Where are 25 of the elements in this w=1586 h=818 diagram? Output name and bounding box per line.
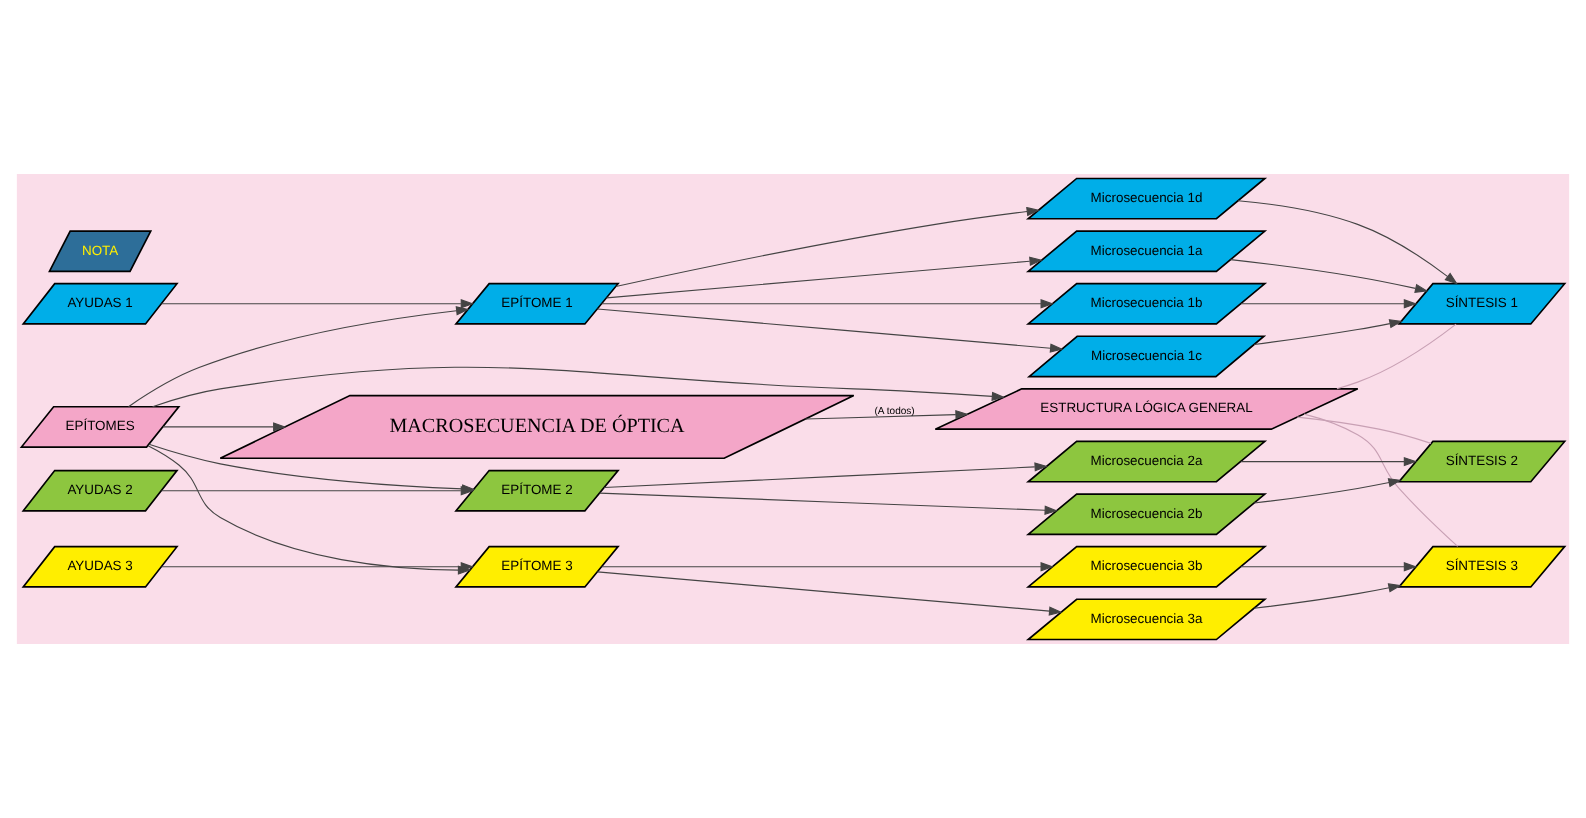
connector	[1336, 323, 1457, 390]
arrow	[1237, 200, 1458, 285]
arrow	[596, 571, 1063, 616]
arrow	[615, 206, 1041, 287]
arrow	[161, 299, 475, 309]
arrow	[596, 308, 1064, 353]
connector	[1303, 413, 1459, 547]
arrow	[162, 422, 287, 432]
arrow	[603, 462, 1048, 489]
arrow	[1253, 319, 1403, 345]
arrow	[1240, 562, 1418, 572]
arrow	[127, 306, 470, 408]
arrow	[601, 562, 1054, 572]
arrow	[1253, 478, 1402, 504]
arrow	[152, 366, 1006, 408]
arrow	[161, 562, 475, 572]
arrow	[606, 256, 1043, 299]
arrow	[601, 299, 1054, 309]
arrow	[1240, 456, 1418, 467]
connector	[1296, 416, 1432, 444]
arrow	[804, 409, 969, 420]
arrow	[1240, 299, 1418, 309]
arrow	[1253, 583, 1402, 609]
arrow	[599, 492, 1058, 515]
arrow	[1230, 259, 1429, 293]
